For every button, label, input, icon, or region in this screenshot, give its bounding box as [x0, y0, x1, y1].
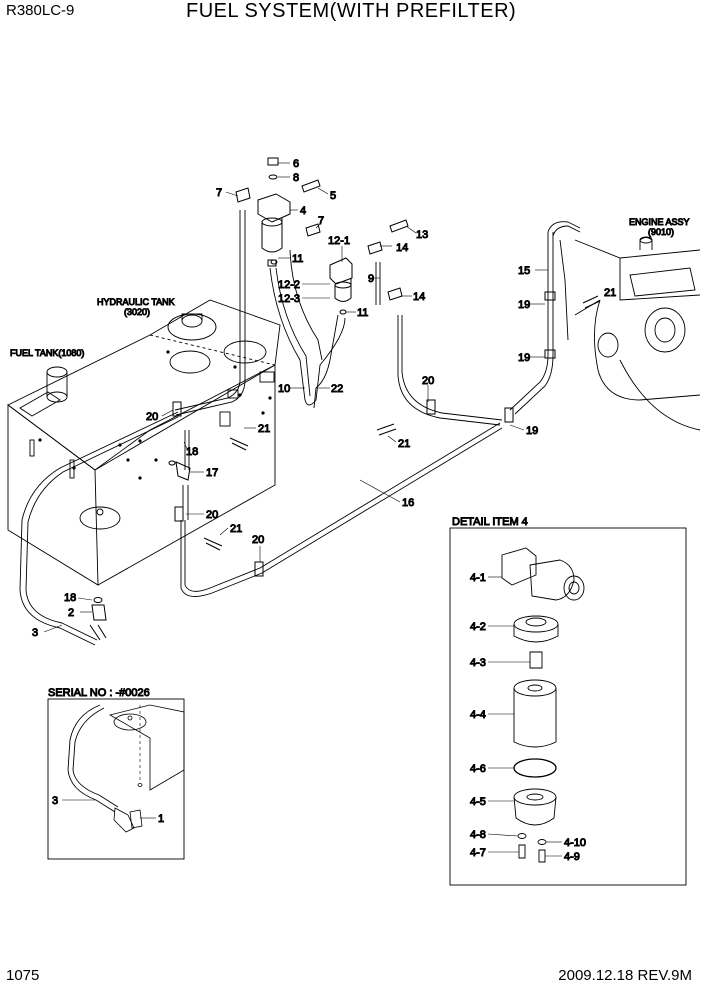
- label-5: 5: [330, 190, 336, 202]
- label-19b: 19: [518, 352, 530, 364]
- detail-label-4-4: 4-4: [470, 709, 486, 721]
- detail-label-4-6: 4-6: [470, 763, 486, 775]
- caption-hydraulic-tank: HYDRAULIC TANK: [97, 297, 175, 307]
- label-10: 10: [278, 383, 290, 395]
- label-11b: 11: [357, 307, 368, 319]
- label-11a: 11: [292, 253, 303, 265]
- caption-fuel-tank: FUEL TANK(1080): [10, 348, 84, 358]
- detail-label-4-2: 4-2: [470, 621, 486, 633]
- label-22: 22: [331, 383, 343, 395]
- label-13: 13: [416, 229, 428, 241]
- label-19a: 19: [518, 299, 530, 311]
- fuel-filter-item-4: [257, 157, 291, 267]
- label-4: 4: [300, 205, 306, 217]
- label-18a: 18: [186, 446, 198, 458]
- label-19c: 19: [526, 425, 538, 437]
- detail-item-4-box: DETAIL ITEM 4: [449, 516, 687, 886]
- caption-hydraulic-tank-code: (3020): [124, 307, 150, 317]
- serial-no-box: SERIAL NO : -#0026 3 1: [48, 687, 185, 860]
- part-labels: 6 8 7 5 4 7 13 12-1 14 11 12-2 9 12-3 14…: [32, 158, 617, 640]
- label-15: 15: [518, 265, 530, 277]
- page-title: FUEL SYSTEM(WITH PREFILTER): [186, 0, 517, 22]
- detail-label-4-1: 4-1: [470, 572, 486, 584]
- caption-engine-assy-code: (9010): [648, 227, 674, 237]
- clamps-fittings: [89, 179, 601, 641]
- label-12-1: 12-1: [328, 235, 350, 247]
- page-number: 1075: [6, 967, 40, 984]
- label-12-3: 12-3: [278, 293, 300, 305]
- label-20c: 20: [206, 509, 218, 521]
- label-20a: 20: [422, 375, 434, 387]
- label-8: 8: [293, 172, 299, 184]
- detail-label-4-5: 4-5: [470, 796, 486, 808]
- label-3: 3: [32, 627, 38, 639]
- label-9: 9: [368, 273, 374, 285]
- label-21b: 21: [258, 423, 270, 435]
- label-14a: 14: [396, 242, 408, 254]
- serial-box-title: SERIAL NO : -#0026: [48, 687, 150, 699]
- label-7a: 7: [216, 187, 222, 199]
- revision-date: 2009.12.18 REV.9M: [558, 967, 692, 984]
- label-16: 16: [402, 497, 414, 509]
- label-21c: 21: [398, 438, 410, 450]
- engine-assembly: [574, 236, 701, 431]
- detail-label-4-3: 4-3: [470, 657, 486, 669]
- tank-assembly: [7, 299, 281, 586]
- captions: FUEL TANK(1080) HYDRAULIC TANK (3020) EN…: [10, 217, 691, 359]
- label-18b: 18: [64, 592, 76, 604]
- hoses: [19, 210, 581, 646]
- label-6: 6: [293, 158, 299, 170]
- detail-label-4-10: 4-10: [564, 837, 586, 849]
- label-2: 2: [68, 607, 74, 619]
- label-12-2: 12-2: [278, 279, 300, 291]
- label-21a: 21: [604, 287, 616, 299]
- detail-box-title: DETAIL ITEM 4: [452, 516, 528, 528]
- leader-lines: [43, 162, 548, 633]
- serial-label-1: 1: [158, 813, 164, 825]
- detail-label-4-9: 4-9: [564, 851, 580, 863]
- label-20d: 20: [252, 534, 264, 546]
- label-20b: 20: [146, 411, 158, 423]
- serial-label-3: 3: [52, 795, 58, 807]
- prefilter-item-12: [329, 257, 353, 315]
- label-7b: 7: [318, 215, 324, 227]
- detail-label-4-7: 4-7: [470, 847, 486, 859]
- label-17: 17: [206, 467, 218, 479]
- caption-engine-assy: ENGINE ASSY: [629, 217, 690, 227]
- model-code: R380LC-9: [6, 2, 75, 19]
- label-21d: 21: [230, 523, 242, 535]
- label-14b: 14: [413, 291, 425, 303]
- detail-label-4-8: 4-8: [470, 829, 486, 841]
